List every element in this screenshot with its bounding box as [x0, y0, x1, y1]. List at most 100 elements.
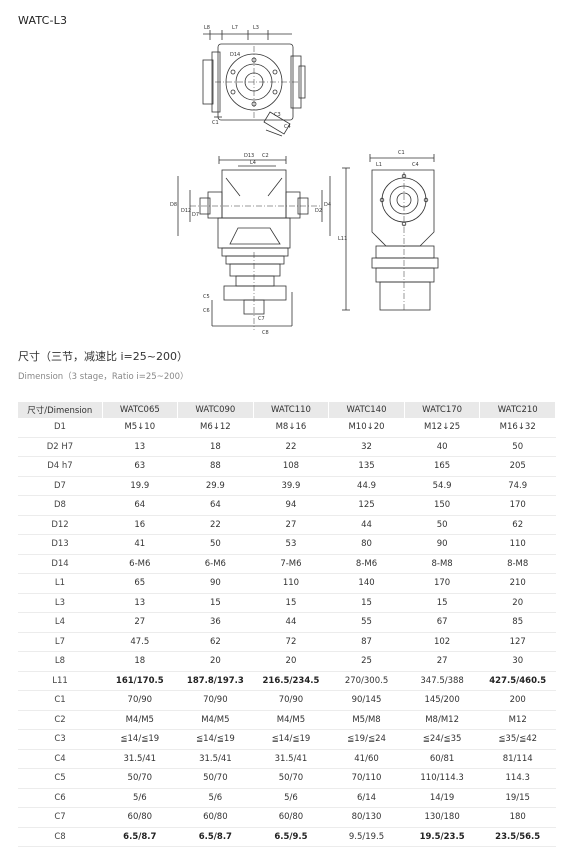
dimension-value-cell: ≦14/≦19	[102, 729, 178, 750]
dimension-value-cell: M8/M12	[404, 710, 480, 730]
dimension-value-cell: 5/6	[102, 788, 178, 808]
dimension-value-cell: 90	[404, 534, 480, 555]
dimension-value-cell: 200	[479, 690, 556, 711]
dim-label: L4	[250, 160, 256, 166]
dimension-name-cell: L8	[18, 651, 102, 672]
dimension-name-cell: D14	[18, 554, 102, 574]
dimension-value-cell: 27	[253, 515, 329, 535]
technical-drawing: L8 L7 L3 D14 C3 C4 C1 D13 C2 L4 D8 D12 D…	[170, 25, 439, 336]
table-header-row: 尺寸/Dimension WATC065 WATC090 WATC110 WAT…	[18, 402, 556, 418]
dimension-value-cell: 270/300.5	[328, 671, 405, 691]
dimension-name-cell: L3	[18, 593, 102, 613]
dimension-name-cell: C1	[18, 690, 102, 711]
top-view	[202, 30, 306, 137]
dimension-value-cell: 50/70	[102, 768, 178, 789]
dimension-value-cell: 8-M8	[404, 554, 480, 574]
table-row: C3≦14/≦19≦14/≦19≦14/≦19≦19/≦24≦24/≦35≦35…	[18, 729, 556, 750]
dim-label: L1	[376, 162, 382, 168]
dimension-value-cell: 16	[102, 515, 178, 535]
dimension-value-cell: 187.8/197.3	[177, 671, 254, 691]
dimension-value-cell: 27	[102, 612, 178, 633]
dimension-value-cell: 130/180	[404, 807, 480, 828]
dimension-value-cell: M4/M5	[177, 710, 254, 730]
dimension-value-cell: 135	[328, 456, 405, 477]
dimension-value-cell: 64	[177, 495, 254, 516]
dimension-value-cell: 90	[177, 573, 254, 594]
dimension-value-cell: M10↓20	[328, 418, 405, 438]
dimension-name-cell: L1	[18, 573, 102, 594]
dimension-value-cell: 170	[404, 573, 480, 594]
dimension-value-cell: 5/6	[177, 788, 254, 808]
column-header: WATC170	[404, 402, 481, 418]
dim-label: C1	[212, 120, 219, 126]
dim-label: D12	[181, 208, 191, 214]
dimension-value-cell: 5/6	[253, 788, 329, 808]
dimension-value-cell: 39.9	[253, 476, 329, 496]
dimension-value-cell: ≦24/≦35	[404, 729, 480, 750]
dimension-value-cell: 22	[253, 437, 329, 457]
dimension-value-cell: 6.5/8.7	[102, 827, 178, 847]
dimension-value-cell: 44	[328, 515, 405, 535]
dimension-value-cell: 9.5/19.5	[328, 827, 405, 847]
dimension-value-cell: 30	[479, 651, 556, 672]
dim-label: C2	[262, 153, 269, 159]
dimension-value-cell: 20	[253, 651, 329, 672]
dimension-value-cell: 65	[102, 573, 178, 594]
dimension-value-cell: 81/114	[479, 749, 556, 769]
dimension-value-cell: 427.5/460.5	[479, 671, 556, 691]
dimension-value-cell: 44	[253, 612, 329, 633]
dimension-value-cell: 60/81	[404, 749, 480, 769]
dimension-value-cell: 19.5/23.5	[404, 827, 480, 847]
dim-label: L3	[253, 25, 259, 31]
dimension-table: 尺寸/Dimension WATC065 WATC090 WATC110 WAT…	[18, 402, 556, 847]
dimension-value-cell: 94	[253, 495, 329, 516]
dimension-value-cell: M12↓25	[404, 418, 480, 438]
dimension-value-cell: 205	[479, 456, 556, 477]
dim-label: C5	[203, 294, 210, 300]
dimension-value-cell: 31.5/41	[253, 749, 329, 769]
dimension-value-cell: 62	[479, 515, 556, 535]
dim-label: L8	[204, 25, 210, 31]
dimension-value-cell: 80	[328, 534, 405, 555]
dim-label: C4	[412, 162, 419, 168]
dimension-name-cell: D8	[18, 495, 102, 516]
dimension-value-cell: 90/145	[328, 690, 405, 711]
dimension-value-cell: 110	[253, 573, 329, 594]
dimension-value-cell: 108	[253, 456, 329, 477]
dimension-value-cell: 50	[177, 534, 254, 555]
dim-label: C1	[398, 150, 405, 156]
dimension-value-cell: 44.9	[328, 476, 405, 496]
dimension-value-cell: 54.9	[404, 476, 480, 496]
dimension-value-cell: 6.5/9.5	[253, 827, 329, 847]
dim-label: D8	[170, 202, 177, 208]
dimension-value-cell: 140	[328, 573, 405, 594]
dimension-value-cell: 87	[328, 632, 405, 652]
dimension-value-cell: 62	[177, 632, 254, 652]
dimension-value-cell: 114.3	[479, 768, 556, 789]
dimension-name-cell: D2 H7	[18, 437, 102, 457]
dimension-value-cell: 18	[102, 651, 178, 672]
dimension-name-cell: L4	[18, 612, 102, 633]
dimension-name-cell: C5	[18, 768, 102, 789]
dimension-value-cell: 50/70	[177, 768, 254, 789]
dim-label: L7	[232, 25, 238, 31]
dimension-value-cell: 18	[177, 437, 254, 457]
dim-label: L11	[338, 236, 347, 242]
dimension-value-cell: 161/170.5	[102, 671, 178, 691]
dimension-value-cell: 15	[177, 593, 254, 613]
dimension-value-cell: 70/90	[253, 690, 329, 711]
dimension-value-cell: 31.5/41	[102, 749, 178, 769]
